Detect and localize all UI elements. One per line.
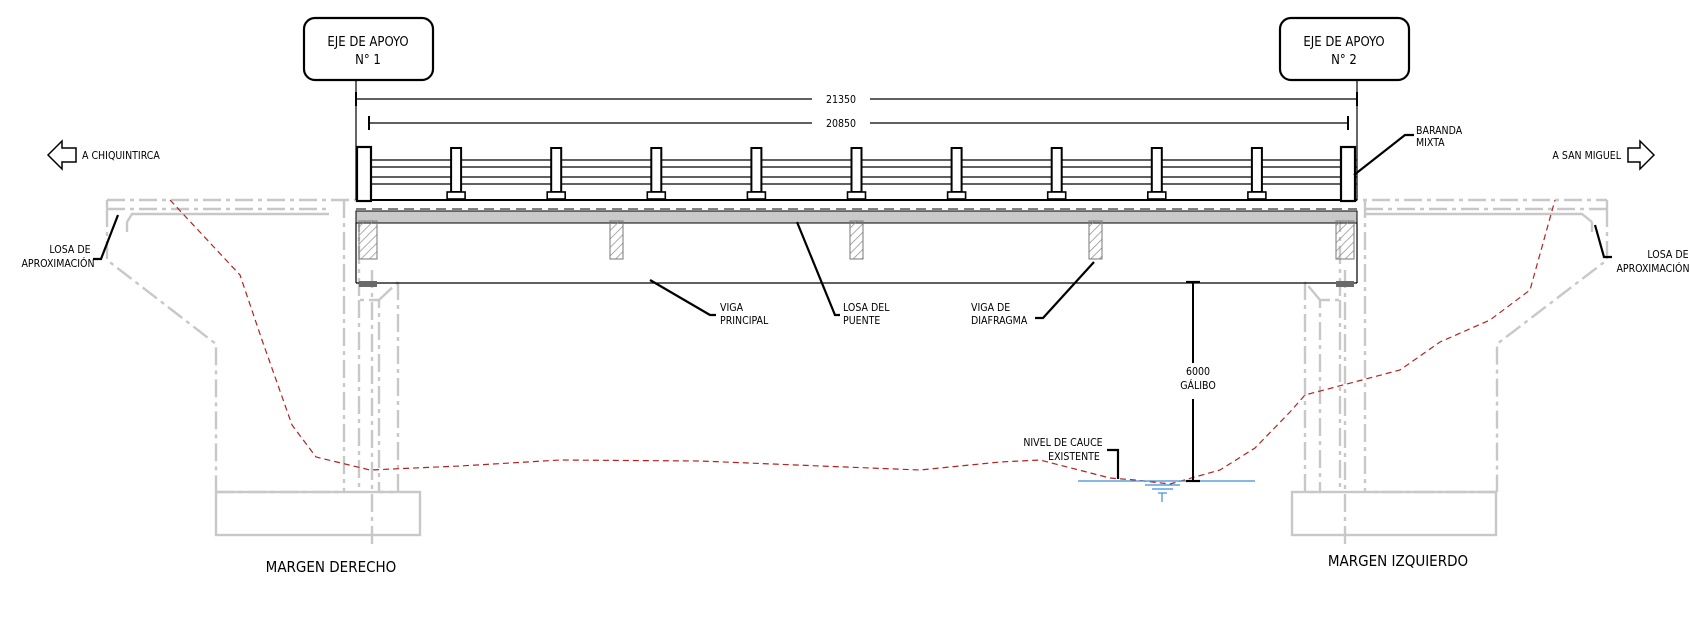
svg-text:N° 1: N° 1 xyxy=(355,53,381,68)
main-beam-label: VIGA xyxy=(720,302,744,314)
railing-post-base xyxy=(846,191,867,200)
clearance-dimension xyxy=(1186,280,1200,483)
diaphragm-3 xyxy=(1088,220,1103,260)
clearance-label: GÁLIBO xyxy=(1180,379,1216,392)
diaphragm-2 xyxy=(849,220,864,260)
svg-text:N° 2: N° 2 xyxy=(1331,53,1357,68)
terrain-profile xyxy=(169,199,1556,485)
dimension-span-text: 20850 xyxy=(826,118,856,130)
railing-post-base xyxy=(746,191,767,200)
right-bank-label: MARGEN DERECHO xyxy=(266,558,397,576)
railing-post xyxy=(750,147,763,193)
railing-label-2: MIXTA xyxy=(1416,137,1445,149)
support-axis-1-label: EJE DE APOYO N° 1 xyxy=(302,16,435,82)
railing-post-base xyxy=(1147,191,1167,200)
railing-post-base xyxy=(1046,191,1067,200)
riverbed-label-2: EXISTENTE xyxy=(1048,451,1100,463)
diaphragm-label-2: DIAFRAGMA xyxy=(971,315,1028,327)
railing xyxy=(355,145,1357,203)
railing-post xyxy=(1050,147,1063,193)
svg-text:EJE DE APOYO: EJE DE APOYO xyxy=(327,35,408,50)
diaphragm-end-left xyxy=(358,220,378,260)
arrow-right-icon xyxy=(1627,139,1656,171)
railing-post xyxy=(950,147,963,193)
right-abutment xyxy=(1290,198,1609,545)
deck-slab-label: LOSA DEL xyxy=(843,302,890,314)
diaphragm-end-right xyxy=(1335,220,1355,260)
clearance-value: 6000 xyxy=(1186,366,1210,378)
riverbed-label: NIVEL DE CAUCE xyxy=(1023,437,1102,449)
left-bank-label: MARGEN IZQUIERDO xyxy=(1328,552,1468,570)
railing-post xyxy=(1150,147,1163,193)
svg-text:EJE DE APOYO: EJE DE APOYO xyxy=(1303,35,1384,50)
svg-text:A SAN MIGUEL: A SAN MIGUEL xyxy=(1552,150,1621,162)
railing-post xyxy=(850,147,863,193)
dimension-span xyxy=(368,116,1349,130)
dimension-total-text: 21350 xyxy=(826,94,856,106)
main-beam-label-2: PRINCIPAL xyxy=(720,315,769,327)
dimension-total xyxy=(355,92,1358,106)
arrow-left-icon xyxy=(46,139,77,171)
approach-slab-left-label: LOSA DE xyxy=(49,244,90,256)
diaphragm-label: VIGA DE xyxy=(971,302,1010,314)
railing-post-base xyxy=(646,191,667,200)
direction-left: A CHIQUINTIRCA xyxy=(46,139,160,171)
direction-right: A SAN MIGUEL xyxy=(1552,139,1656,171)
support-axis-2-label: EJE DE APOYO N° 2 xyxy=(1278,16,1411,82)
approach-slab-right-label-2: APROXIMACIÓN xyxy=(1616,262,1689,275)
railing-post-base xyxy=(1247,191,1267,200)
deck-slab-label-2: PUENTE xyxy=(843,315,880,327)
railing-post xyxy=(450,147,463,193)
water-level xyxy=(1078,480,1255,502)
railing-label: BARANDA xyxy=(1416,125,1463,137)
railing-post xyxy=(1250,147,1263,193)
railing-post xyxy=(550,147,563,193)
bridge-superstructure xyxy=(355,199,1358,287)
diaphragm-1 xyxy=(609,220,624,260)
railing-post-base xyxy=(546,191,567,200)
railing-post-base xyxy=(946,191,967,200)
railing-post xyxy=(650,147,663,193)
railing-post-base xyxy=(446,191,466,200)
approach-slab-left-label-2: APROXIMACIÓN xyxy=(21,257,94,270)
left-abutment xyxy=(105,198,422,545)
svg-text:A CHIQUINTIRCA: A CHIQUINTIRCA xyxy=(82,150,160,162)
approach-slab-right-label: LOSA DE xyxy=(1647,249,1688,261)
